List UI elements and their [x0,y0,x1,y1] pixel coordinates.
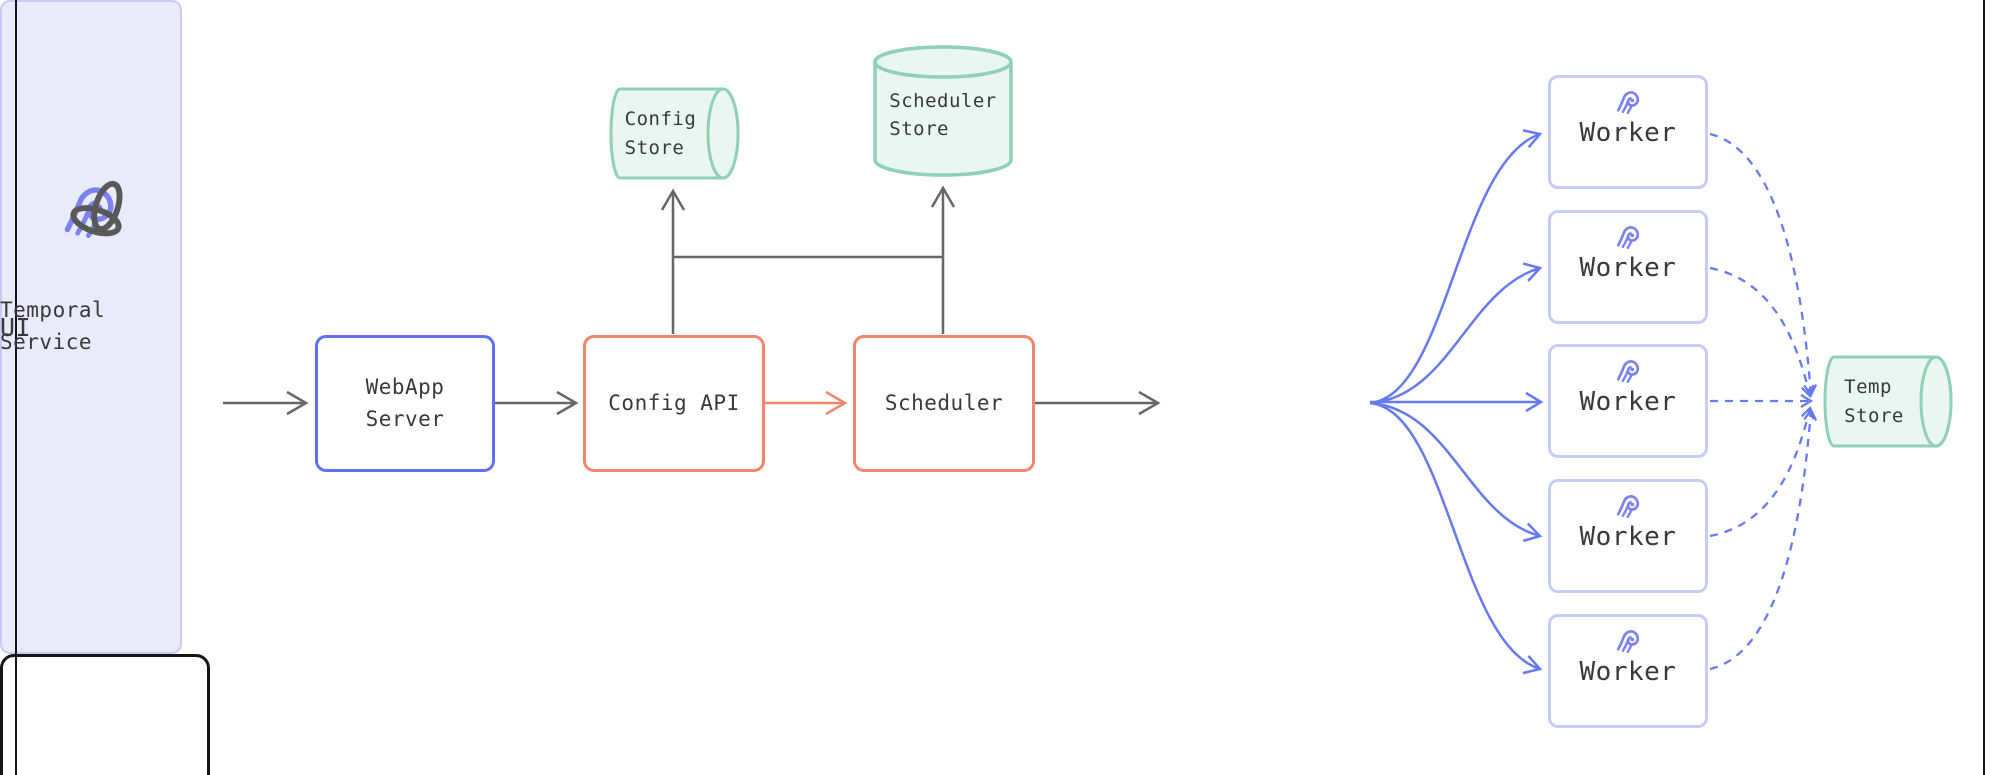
edge-worker-4-to-tempstore [1709,405,1815,538]
node-worker-label: Worker [1579,253,1677,283]
temporal-logo-icon [59,172,143,260]
airbyte-logo-icon [1613,87,1643,118]
node-scheduler: Scheduler [853,335,1035,472]
cylinder-shape [873,45,1013,177]
cylinder-shape [609,87,740,180]
edge-temporal-to-worker-4 [1369,401,1543,543]
node-webapp-server: WebApp Server [315,335,495,472]
cylinder-shape [1823,355,1953,448]
node-temporal-service-label: Temporal Service [0,298,106,354]
airbyte-logo-icon [1613,626,1643,657]
node-webapp-server-label: WebApp Server [365,375,445,431]
node-config-api: Config API [583,335,765,472]
node-worker-2: Worker [1548,210,1708,324]
temporal-inner-line-left [15,0,17,775]
edge-worker-5-to-tempstore [1709,407,1818,671]
node-worker-1: Worker [1548,75,1708,189]
edge-temporal-to-worker-5 [1369,401,1543,675]
node-worker-label: Worker [1579,118,1677,148]
node-temp-store-label: Temp Store [1844,376,1904,427]
node-scheduler-label: Scheduler [884,390,1004,415]
node-config-store: Config Store [605,86,740,181]
node-worker-5: Worker [1548,614,1708,728]
node-worker-3: Worker [1548,344,1708,458]
node-worker-label: Worker [1579,657,1677,687]
edge-temporal-to-worker-1 [1369,129,1543,405]
node-temp-store: Temp Store [1819,354,1953,449]
node-worker-4: Worker [1548,479,1708,593]
airbyte-logo-icon [1613,222,1643,253]
node-worker-label: Worker [1579,387,1677,417]
airbyte-logo-icon [1613,491,1643,522]
node-scheduler-store-label: Scheduler Store [889,89,997,141]
node-scheduler-store: Scheduler Store [873,44,1013,178]
node-config-api-label: Config API [608,390,740,415]
airbyte-logo-icon [1613,356,1643,387]
node-config-store-label: Config Store [624,108,697,159]
node-ui: UI [0,0,182,654]
node-worker-label: Worker [1579,522,1677,552]
temporal-inner-line-right [1983,0,1985,775]
